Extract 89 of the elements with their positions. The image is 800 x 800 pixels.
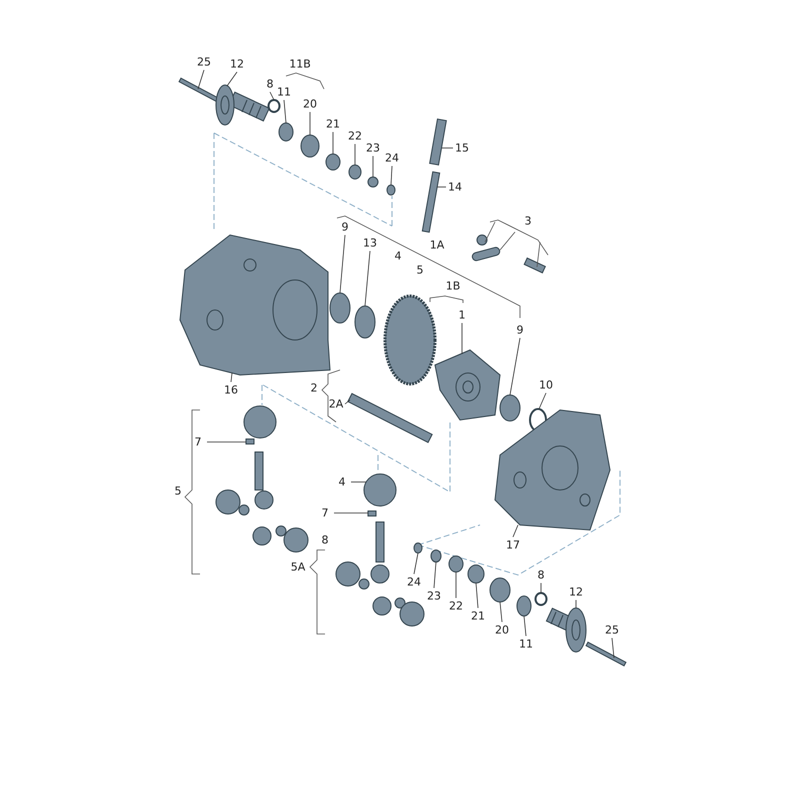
leader-line xyxy=(364,250,370,306)
leader-line xyxy=(538,392,546,410)
ring-drawing xyxy=(448,556,464,572)
leader-line xyxy=(230,372,232,382)
leader-line xyxy=(226,72,238,86)
callout-number: 16 xyxy=(224,384,238,396)
leader-line xyxy=(332,132,334,154)
bearing-drawing xyxy=(354,306,376,338)
callout-number: 7 xyxy=(194,436,202,448)
callout-number: 24 xyxy=(385,152,399,164)
ring-drawing xyxy=(278,122,294,142)
callout-number: 10 xyxy=(539,378,553,392)
callout-number: 9 xyxy=(516,324,524,336)
leader-line xyxy=(390,166,392,186)
leader-line xyxy=(510,338,520,396)
callout-number: 1B xyxy=(446,280,460,292)
callout-number: 1A xyxy=(430,238,444,252)
callout-number: 14 xyxy=(448,180,462,194)
callout-number: 11B xyxy=(289,58,311,70)
leader-line xyxy=(414,552,418,574)
callout-number: 11 xyxy=(277,86,291,98)
leader-line xyxy=(372,156,374,178)
pin-drawing xyxy=(246,438,254,444)
gearbox-housing-drawing xyxy=(179,234,331,376)
differential-cage-drawing xyxy=(364,474,396,506)
leader-line xyxy=(334,512,368,514)
ring-drawing xyxy=(368,176,378,188)
differential-housing-drawing xyxy=(434,349,501,421)
callout-number: 9 xyxy=(342,220,348,234)
callout-number: 8 xyxy=(266,78,274,90)
callout-number: 12 xyxy=(230,58,244,70)
callout-number: 13 xyxy=(363,236,377,250)
leader-line xyxy=(434,562,436,588)
leader-line xyxy=(512,524,518,538)
callout-number: 8 xyxy=(538,568,544,582)
flange-shaft-drawing xyxy=(546,608,586,652)
callout-number: 23 xyxy=(366,142,380,154)
leader-line xyxy=(340,234,346,294)
callout-number: 17 xyxy=(506,538,520,552)
callout-number: 3 xyxy=(524,214,532,228)
callout-number: 4 xyxy=(394,250,402,262)
callout-number: 21 xyxy=(326,118,340,130)
leader-line xyxy=(476,582,478,608)
callout-number: 7 xyxy=(322,506,328,520)
ring-drawing xyxy=(468,564,484,584)
ring-drawing xyxy=(348,164,362,180)
ring-drawing xyxy=(414,542,422,554)
leader-line xyxy=(284,100,286,124)
callout-number: 22 xyxy=(348,130,362,142)
leader-line xyxy=(436,186,446,188)
callout-number: 15 xyxy=(455,142,469,154)
ring-drawing xyxy=(516,596,532,616)
leader-line xyxy=(540,582,542,594)
callout-number: 21 xyxy=(471,610,485,622)
callout-number: 22 xyxy=(449,600,463,612)
leader-line xyxy=(198,70,204,90)
leader-line xyxy=(344,400,350,404)
leader-line xyxy=(612,638,614,658)
bearing-drawing xyxy=(500,394,520,422)
ring-drawing xyxy=(386,184,396,196)
bearing-drawing xyxy=(330,292,350,324)
callout-number: 11 xyxy=(519,638,533,650)
callout-number: 12 xyxy=(569,586,583,598)
callout-number: 25 xyxy=(605,624,619,636)
leader-line xyxy=(500,602,502,622)
callout-number: 2 xyxy=(310,382,318,394)
callout-number: 23 xyxy=(427,590,441,602)
callout-number: 1 xyxy=(458,308,466,322)
callout-number: 24 xyxy=(407,576,421,588)
callout-number: 2A xyxy=(328,398,344,410)
circlip-drawing xyxy=(268,99,280,113)
ring-drawing xyxy=(326,154,340,170)
callout-number: 8 xyxy=(322,534,328,546)
callout-number: 20 xyxy=(495,624,509,636)
callout-number: 25 xyxy=(197,56,211,68)
circlip-drawing xyxy=(534,592,548,606)
ring-drawing xyxy=(300,134,320,158)
callout-number: 5 xyxy=(416,264,424,276)
leader-line xyxy=(524,616,526,636)
callout-number: 4 xyxy=(338,476,346,488)
callout-number: 5 xyxy=(174,484,182,498)
leader-line xyxy=(270,92,274,100)
gearbox-housing-drawing xyxy=(494,409,611,531)
ring-drawing xyxy=(430,550,442,562)
callout-number: 5A xyxy=(290,560,306,574)
leader-line xyxy=(354,144,356,166)
callout-number: 20 xyxy=(303,98,317,110)
pin-drawing xyxy=(368,510,376,516)
ring-drawing xyxy=(490,578,510,602)
